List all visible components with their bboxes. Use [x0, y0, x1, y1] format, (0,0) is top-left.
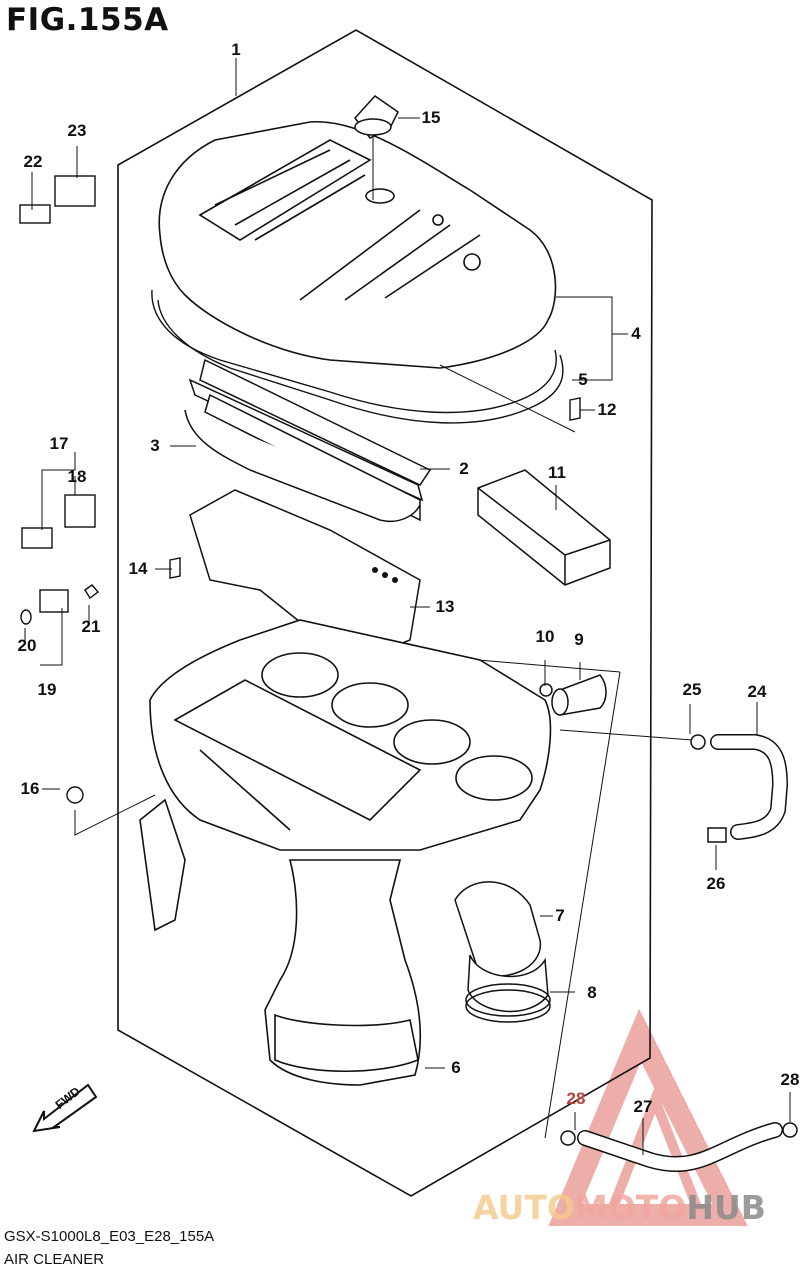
callout-9: 9: [574, 630, 584, 649]
callout-18: 18: [67, 467, 87, 486]
assembly-frame: [117, 29, 653, 1197]
figure-caption: AIR CLEANER: [4, 1251, 105, 1268]
callout-15: 15: [421, 108, 441, 127]
callout-26: 26: [706, 874, 726, 893]
callout-2: 2: [459, 459, 469, 478]
callout-8: 8: [587, 983, 597, 1002]
figure-title: FIG.155A: [6, 2, 169, 38]
watermark-auto: AUTO: [473, 1188, 575, 1227]
callout-28b: 28: [780, 1070, 800, 1089]
small-parts: [19, 175, 581, 804]
model-code: GSX-S1000L8_E03_E28_155A: [4, 1228, 215, 1245]
callout-4: 4: [631, 324, 641, 343]
fwd-arrow: FWD: [30, 1075, 100, 1135]
callout-21: 21: [81, 617, 101, 636]
callout-27: 27: [633, 1097, 653, 1116]
cover-seal: [151, 289, 557, 414]
watermark-text: AUTOMOTOHUB: [473, 1188, 766, 1227]
callout-13: 13: [435, 597, 455, 616]
leader-lines: [24, 58, 791, 1155]
callout-3: 3: [150, 436, 160, 455]
drain-cap: [559, 674, 607, 716]
callout-22: 22: [23, 152, 43, 171]
watermark-hub: HUB: [686, 1188, 766, 1227]
watermark-moto: MOTO: [574, 1188, 687, 1227]
callout-1: 1: [231, 40, 241, 59]
air-cleaner-cover: [158, 121, 557, 369]
callout-19: 19: [37, 680, 57, 699]
callout-25: 25: [682, 680, 702, 699]
foam-pad: [477, 469, 611, 586]
air-filter-element: [184, 358, 432, 522]
callout-7: 7: [555, 906, 565, 925]
callout-14: 14: [128, 559, 148, 578]
callout-24: 24: [747, 682, 767, 701]
callout-10: 10: [535, 627, 555, 646]
callout-12: 12: [597, 400, 617, 419]
callout-5: 5: [578, 370, 588, 389]
intake-tube: [454, 881, 551, 1023]
callout-17: 17: [49, 434, 69, 453]
callout-28a: 28: [566, 1089, 586, 1108]
callout-6: 6: [451, 1058, 461, 1077]
callout-16: 16: [20, 779, 40, 798]
callout-20: 20: [17, 636, 37, 655]
air-cleaner-case: [139, 619, 552, 1086]
callout-11: 11: [548, 463, 566, 482]
callout-23: 23: [67, 121, 87, 140]
